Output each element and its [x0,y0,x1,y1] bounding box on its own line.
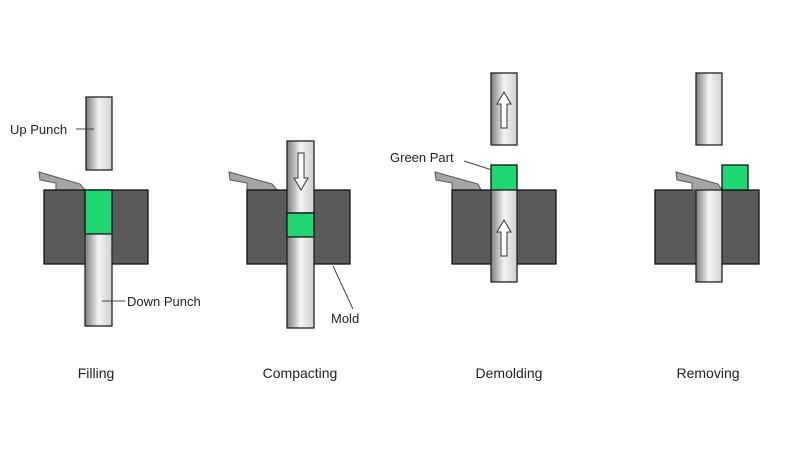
up-punch [85,96,113,171]
green-part [721,164,749,191]
arrow-up-icon [496,91,512,129]
down-punch [84,233,113,327]
arrow-down-icon [293,152,309,191]
feed-shoe [675,171,723,191]
label-green-part: Green Part [390,150,454,165]
compacted-powder [286,212,315,238]
caption-filling: Filling [78,365,115,381]
down-punch [695,189,723,283]
step-removing: Removing [654,72,760,381]
feed-shoe [38,171,87,191]
caption-removing: Removing [676,365,739,381]
step-filling: Up Punch Down Punch Filling [10,96,201,381]
step-demolding: Green Part Demolding [390,72,557,381]
label-mold: Mold [331,311,359,326]
step-compacting: Mold Compacting [228,140,359,381]
label-down-punch: Down Punch [127,294,201,309]
feed-shoe [228,171,279,191]
powder-fill [84,189,113,235]
down-punch [286,236,315,329]
caption-demolding: Demolding [476,365,543,381]
feed-shoe [434,171,482,191]
label-up-punch: Up Punch [10,122,67,137]
arrow-up-icon [496,219,512,257]
green-part [490,164,518,191]
up-punch [695,72,723,146]
caption-compacting: Compacting [263,365,338,381]
